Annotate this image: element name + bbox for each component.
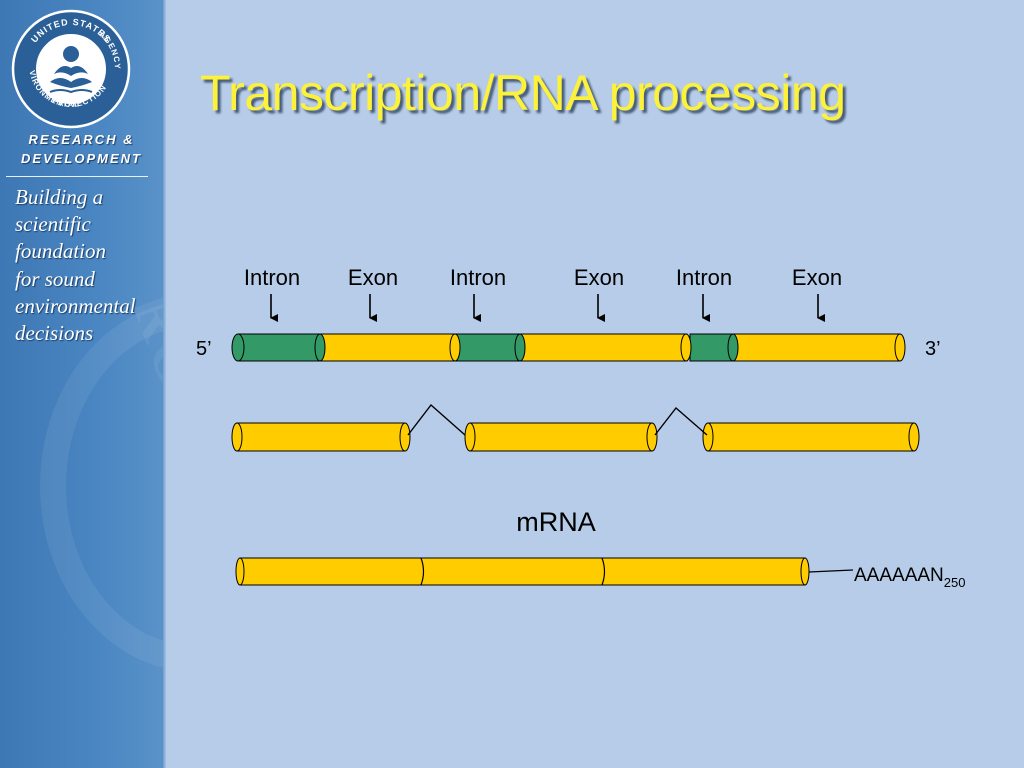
label-exon-3: Exon xyxy=(792,265,842,290)
mrna-label: mRNA xyxy=(516,507,596,537)
spliced-exon-2 xyxy=(464,422,658,452)
splice-loop-1 xyxy=(407,403,466,436)
pre-mrna-intron-2 xyxy=(454,333,526,362)
sidebar: RONM UNITED STATES ENVIRONMENTAL PROTECT… xyxy=(0,0,163,768)
epa-seal-icon: UNITED STATES ENVIRONMENTAL PROTECTION A… xyxy=(10,8,131,129)
mature-mrna-cap-right xyxy=(800,557,810,586)
splice-loop-2 xyxy=(654,406,708,436)
five-prime-label: 5’ xyxy=(196,338,212,360)
label-intron-1: Intron xyxy=(244,265,300,290)
tagline-line: Building a xyxy=(15,185,104,209)
mature-mrna-body xyxy=(239,557,806,586)
slide-title: Transcription/RNA processing xyxy=(200,65,846,121)
label-exon-1: Exon xyxy=(348,265,398,290)
label-intron-3: Intron xyxy=(676,265,732,290)
pre-mrna-exon-2 xyxy=(514,333,692,362)
polya-tail-label: AAAAAAN250 xyxy=(854,565,965,590)
label-intron-2: Intron xyxy=(450,265,506,290)
pre-mrna-intron-3 xyxy=(689,333,739,362)
tagline-line: decisions xyxy=(15,321,94,346)
sidebar-edge xyxy=(163,0,166,768)
pre-mrna-exon-1 xyxy=(317,333,461,362)
label-exon-2: Exon xyxy=(574,265,624,290)
development-heading: DEVELOPMENT xyxy=(21,151,142,166)
tagline-line: foundation xyxy=(15,239,107,264)
tagline-line: scientific xyxy=(15,212,91,237)
sidebar-divider xyxy=(6,176,148,177)
three-prime-label: 3’ xyxy=(925,338,941,360)
tagline-line: for sound xyxy=(15,266,95,291)
polya-tail-line xyxy=(808,569,854,573)
mature-mrna-junction-1 xyxy=(420,557,425,586)
pre-mrna-exon-3 xyxy=(724,333,906,362)
mature-mrna-junction-2 xyxy=(601,557,606,586)
research-heading: RESEARCH & xyxy=(28,132,135,147)
spliced-exon-1 xyxy=(231,422,411,452)
tagline-line: environmental xyxy=(15,293,136,318)
pre-mrna-intron-1 xyxy=(231,333,326,362)
sidebar-tagline: Building a scientific foundation for sou… xyxy=(15,184,160,347)
spliced-exon-3 xyxy=(702,422,920,452)
mature-mrna-cap-left xyxy=(235,557,245,586)
